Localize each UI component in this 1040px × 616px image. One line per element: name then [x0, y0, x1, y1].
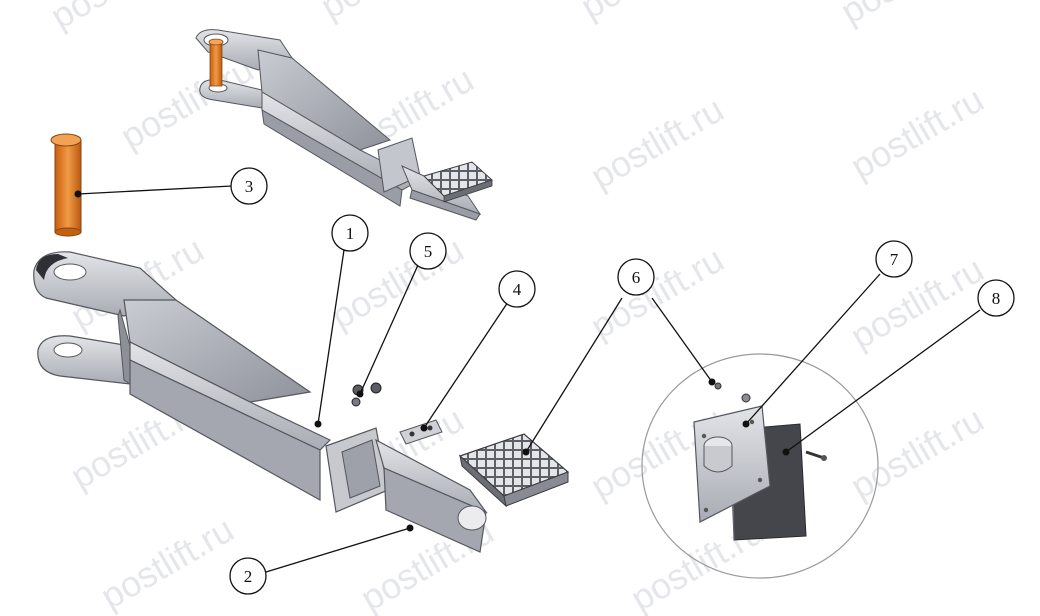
watermark-text: postlift.ru	[584, 88, 731, 197]
callout-2: 2	[229, 557, 267, 595]
watermark-text: postlift.ru	[574, 0, 721, 27]
watermark-text: postlift.ru	[584, 238, 731, 347]
callout-4: 4	[498, 270, 536, 308]
callout-number: 2	[244, 567, 253, 586]
callout-number: 4	[513, 280, 522, 299]
callout-1: 1	[331, 214, 369, 252]
callout-6: 6	[617, 258, 655, 296]
callout-number: 6	[632, 268, 641, 287]
watermark-text: postlift.ru	[94, 508, 241, 616]
callout-number: 5	[424, 242, 433, 261]
leader-line-6a	[525, 297, 623, 453]
leader-line-7	[745, 273, 881, 425]
callout-8: 8	[977, 279, 1015, 317]
callout-number: 8	[992, 289, 1001, 308]
leader-line-5	[359, 264, 419, 395]
leader-lines	[77, 185, 981, 573]
leader-dots	[74, 190, 790, 532]
watermark-text: postlift.ru	[844, 248, 991, 357]
callout-number: 3	[245, 177, 254, 196]
callout-5: 5	[409, 232, 447, 270]
leader-line-6b	[651, 297, 713, 383]
rubber-pad-part	[458, 433, 570, 508]
callout-number: 7	[890, 250, 899, 269]
watermark-text: postlift.ru	[314, 0, 461, 27]
watermark-text: postlift.ru	[44, 0, 191, 37]
leader-line-1	[317, 249, 345, 425]
callout-3: 3	[230, 167, 268, 205]
leader-line-3	[77, 185, 233, 195]
watermark-text: postlift.ru	[844, 78, 991, 187]
bolts-part	[351, 382, 382, 407]
assembled-arm-preview	[195, 29, 493, 221]
leader-line-2	[265, 527, 411, 573]
plate-part	[399, 419, 443, 445]
callout-7: 7	[875, 240, 913, 278]
leader-line-8	[785, 309, 981, 453]
leader-line-4	[423, 301, 509, 429]
callout-number: 1	[346, 224, 355, 243]
detail-view	[641, 353, 879, 579]
arm-main-part	[33, 251, 488, 553]
watermark-text: postlift.ru	[834, 0, 981, 32]
pin-part	[50, 133, 82, 237]
